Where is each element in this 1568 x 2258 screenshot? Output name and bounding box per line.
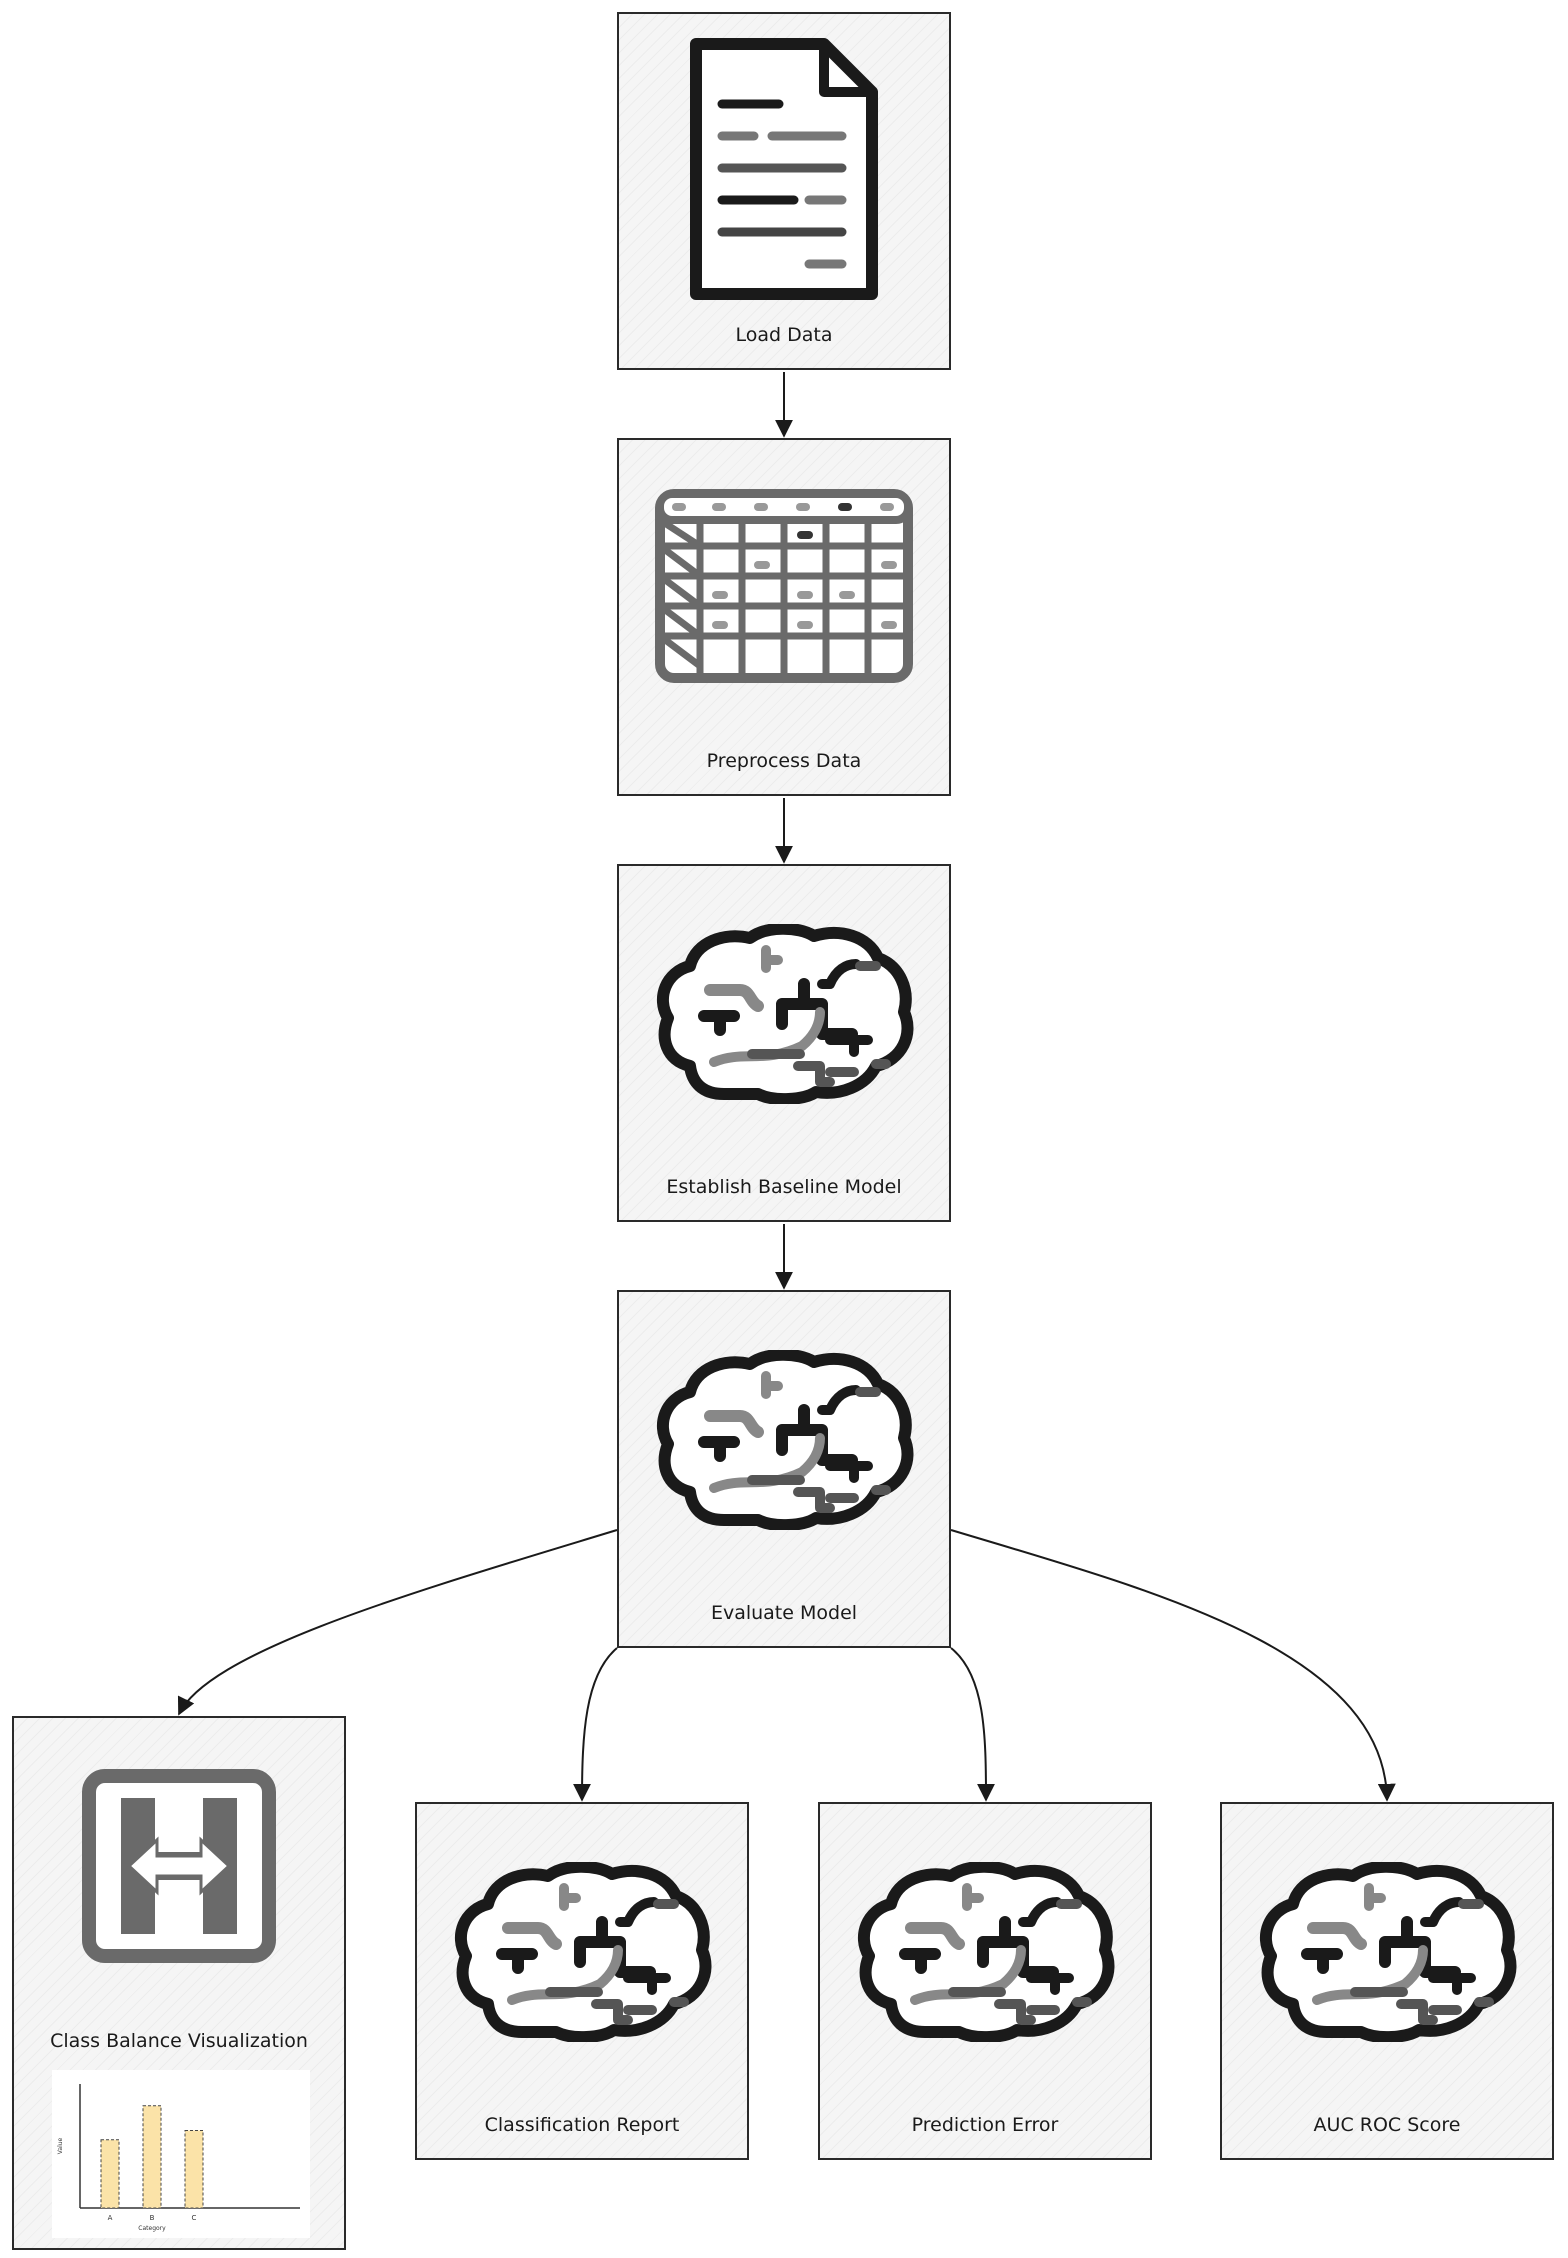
node-label: AUC ROC Score — [1313, 2114, 1461, 2136]
tick-label: B — [150, 2214, 155, 2222]
y-axis-label: Value — [57, 2137, 64, 2154]
node-label: Class Balance Visualization — [50, 2030, 308, 2052]
x-axis-label: Category — [138, 2225, 166, 2232]
node-load-data[interactable]: Load Data — [617, 12, 951, 370]
brain-icon — [858, 1862, 1115, 2042]
tick-label: C — [192, 2214, 197, 2222]
tick-label: A — [108, 2214, 113, 2222]
node-class-balance-visualization[interactable]: Class Balance Visualization A B C Category V… — [12, 1716, 346, 2250]
node-label: Evaluate Model — [710, 1602, 858, 1624]
document-icon — [690, 38, 878, 300]
bar — [184, 2130, 204, 2209]
node-label: Load Data — [735, 324, 833, 346]
edge-evaluate-classification — [573, 1647, 618, 1802]
class-balance-chart: A B C Category Value — [52, 2070, 310, 2238]
brain-icon — [657, 924, 914, 1104]
edge-evaluate-prediction — [950, 1647, 995, 1802]
edge-evaluate-classbalance — [178, 1529, 618, 1716]
node-label: Prediction Error — [911, 2114, 1059, 2136]
bar-chart: A B C Category Value — [57, 2084, 300, 2232]
brain-icon — [657, 1350, 914, 1530]
bar — [142, 2105, 162, 2209]
bar — [100, 2139, 120, 2209]
node-preprocess-data[interactable]: Preprocess Data — [617, 438, 951, 796]
node-establish-baseline-model[interactable]: Establish Baseline Model — [617, 864, 951, 1222]
class-balance-icon — [82, 1769, 276, 1963]
node-label: Preprocess Data — [706, 750, 862, 772]
node-label: Establish Baseline Model — [666, 1176, 902, 1198]
node-prediction-error[interactable]: Prediction Error — [818, 1802, 1152, 2160]
table-icon — [655, 489, 913, 683]
node-auc-roc-score[interactable]: AUC ROC Score — [1220, 1802, 1554, 2160]
node-label: Classification Report — [484, 2114, 680, 2136]
node-classification-report[interactable]: Classification Report — [415, 1802, 749, 2160]
brain-icon — [1260, 1862, 1517, 2042]
edge-evaluate-auc — [950, 1529, 1396, 1802]
node-evaluate-model[interactable]: Evaluate Model — [617, 1290, 951, 1648]
brain-icon — [455, 1862, 712, 2042]
